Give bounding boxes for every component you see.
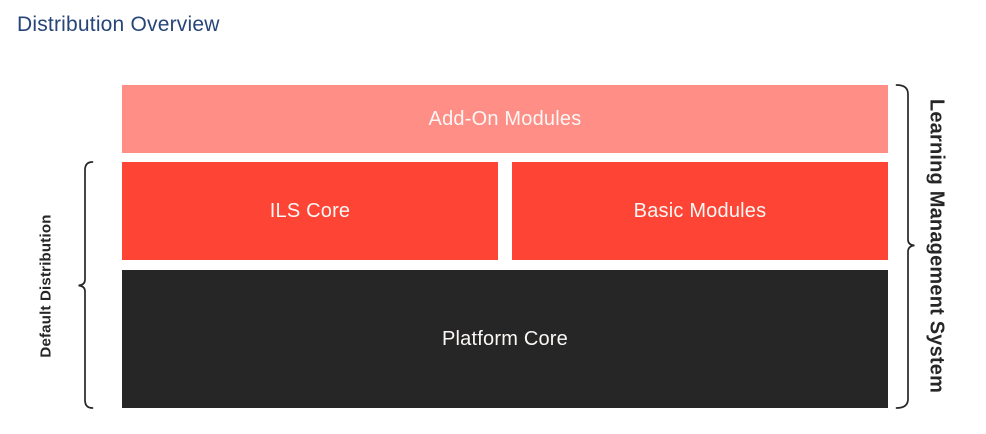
ils-core-block: ILS Core <box>122 162 498 260</box>
platform-core-label: Platform Core <box>442 327 568 350</box>
default-distribution-label: Default Distribution <box>37 214 55 358</box>
page-title: Distribution Overview <box>17 13 220 36</box>
ils-core-label: ILS Core <box>269 199 351 222</box>
platform-core-block: Platform Core <box>122 270 888 408</box>
addon-modules-label: Add-On Modules <box>428 107 582 130</box>
addon-modules-block: Add-On Modules <box>122 85 888 153</box>
learning-management-system-label: Learning Management System <box>925 98 948 394</box>
left-brace-icon <box>78 161 94 409</box>
basic-modules-label: Basic Modules <box>633 199 767 222</box>
basic-modules-block: Basic Modules <box>512 162 888 260</box>
right-brace-icon <box>895 84 915 409</box>
